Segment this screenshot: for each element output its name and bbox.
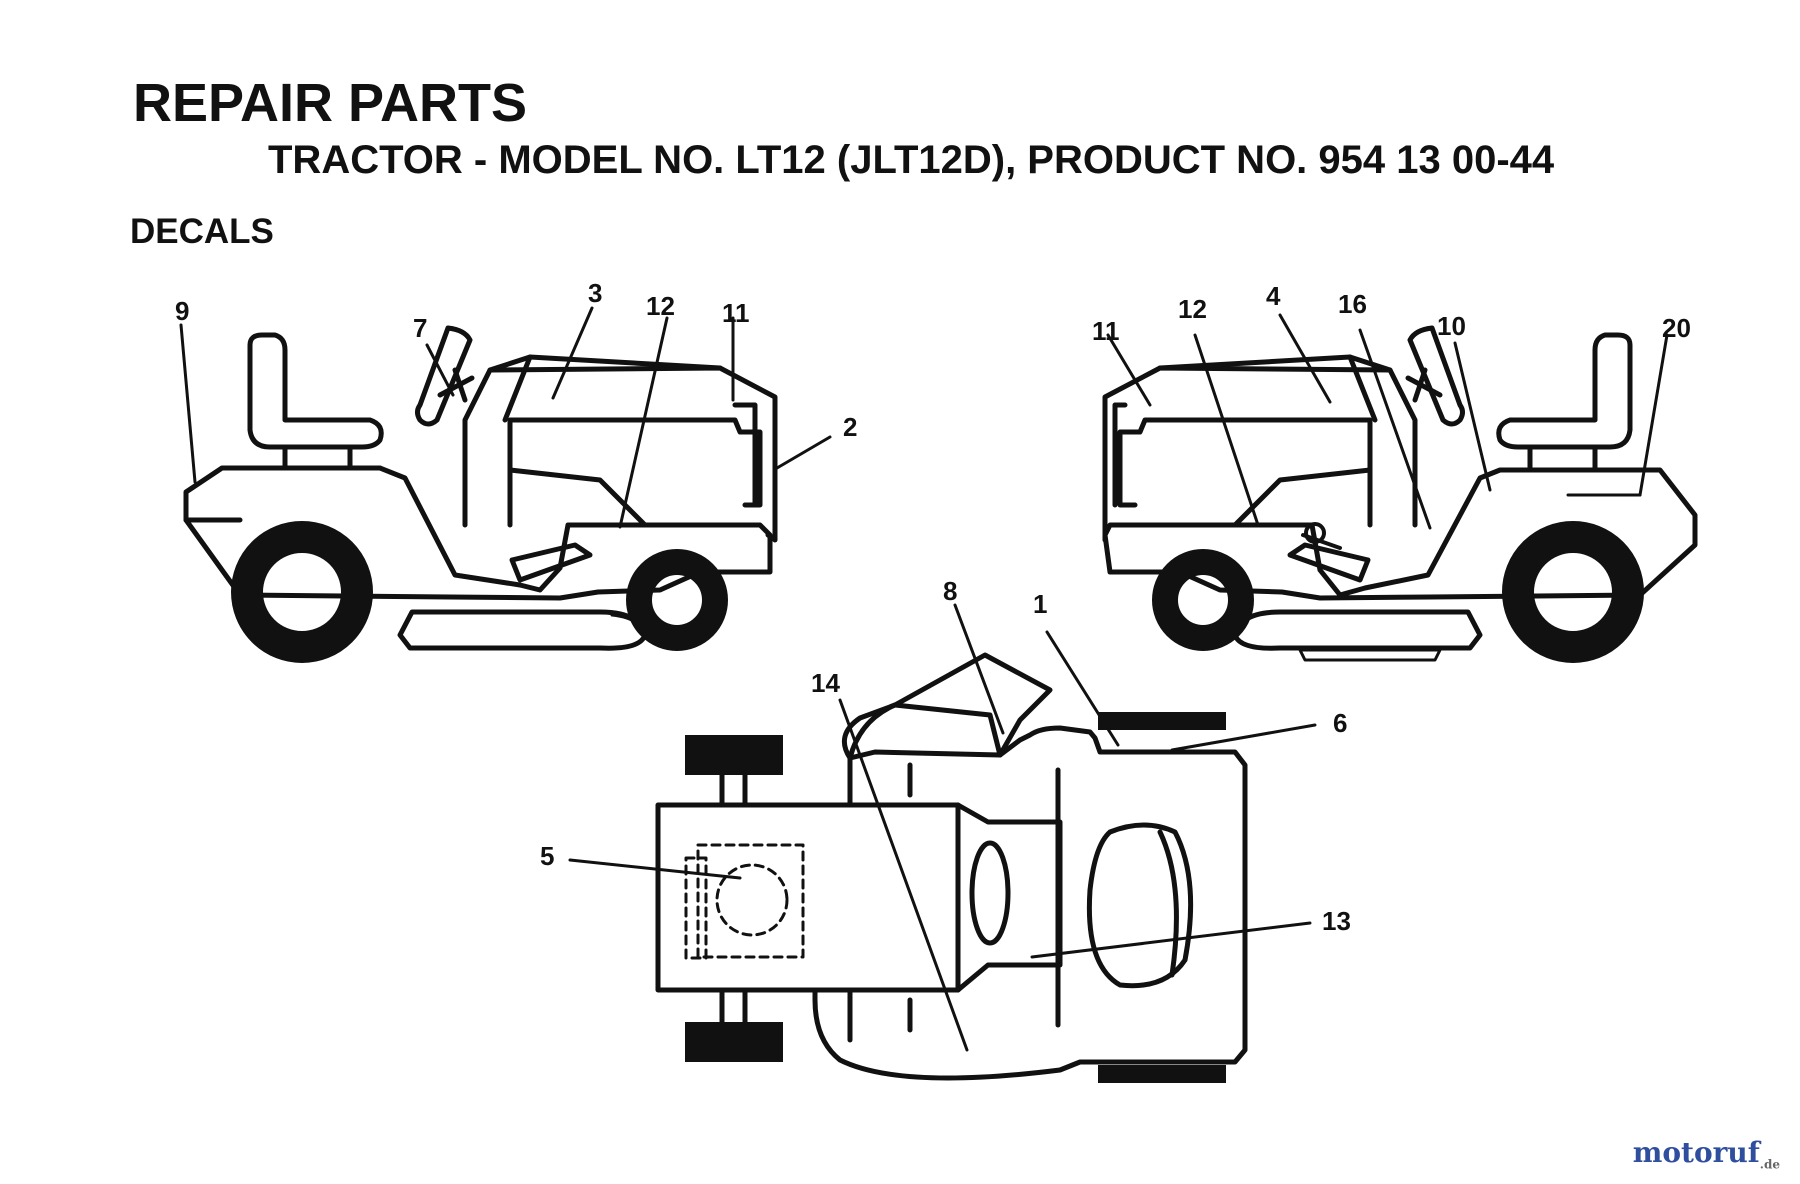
callout-9: 9 [175,296,189,326]
tractor-right-side-view [1102,325,1698,663]
callout-8: 8 [943,576,957,606]
page-title: REPAIR PARTS [133,73,528,133]
watermark-suffix: .de [1759,1158,1780,1172]
tractor-left-side-view [183,325,778,663]
callout-20: 20 [1662,313,1691,343]
watermark-brand: motoruf [1632,1136,1760,1170]
callout-5: 5 [540,841,554,871]
callout-labels: 9 7 3 12 11 2 11 12 4 16 10 20 8 1 14 6 … [175,278,1691,936]
callout-3: 3 [588,278,602,308]
callout-16: 16 [1338,289,1367,319]
callout-6: 6 [1333,708,1347,738]
section-heading: DECALS [130,212,274,251]
leader-lines [179,306,1669,1052]
callout-1: 1 [1033,589,1047,619]
callout-10: 10 [1437,311,1466,341]
callout-13: 13 [1322,906,1351,936]
callout-4: 4 [1266,281,1281,311]
callout-14: 14 [811,668,840,698]
callout-7: 7 [413,313,427,343]
callout-12-right: 12 [1178,294,1207,324]
model-subtitle: TRACTOR - MODEL NO. LT12 (JLT12D), PRODU… [268,138,1555,182]
callout-12-left: 12 [646,291,675,321]
callout-2: 2 [843,412,857,442]
callout-11-right: 11 [1092,316,1120,346]
callout-11-left: 11 [722,298,750,328]
tractor-top-view [655,652,1248,1083]
watermark-logo: motoruf.de [1633,1136,1780,1172]
